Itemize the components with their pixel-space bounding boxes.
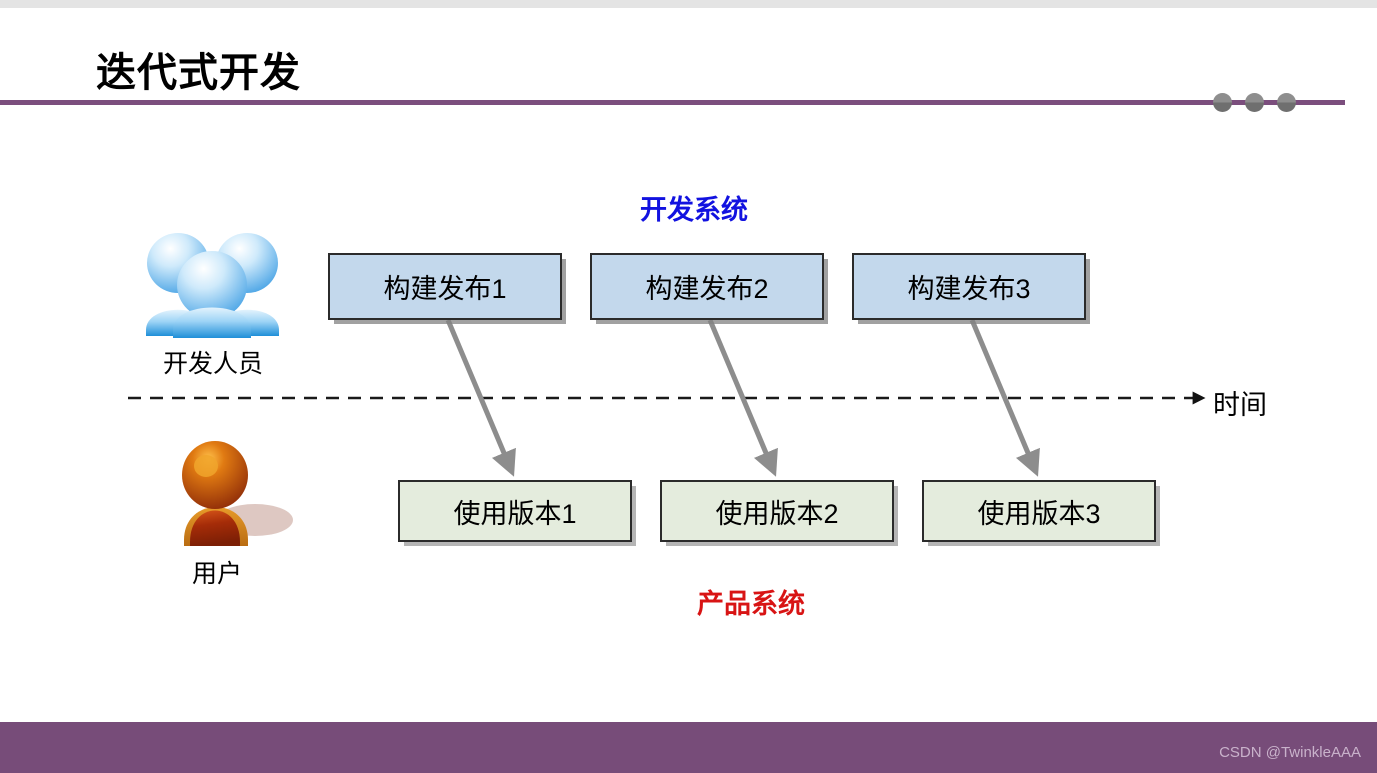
people-group-icon — [146, 233, 279, 338]
divider-dot-1-icon — [1213, 93, 1232, 112]
page-title: 迭代式开发 — [96, 51, 301, 95]
divider-dot-2-icon — [1245, 93, 1264, 112]
timeline-label: 时间 — [1213, 390, 1267, 420]
divider-dot-3-icon — [1277, 93, 1296, 112]
dev-release-box-1[interactable]: 构建发布1 — [328, 253, 562, 320]
user-version-box-2[interactable]: 使用版本2 — [660, 480, 894, 542]
single-person-icon — [182, 441, 293, 546]
dev-system-caption: 开发系统 — [640, 195, 748, 225]
actor-label-user: 用户 — [191, 560, 242, 588]
release-connector-arrows — [445, 319, 1040, 477]
user-version-box-1[interactable]: 使用版本1 — [398, 480, 632, 542]
dev-release-box-3[interactable]: 构建发布3 — [852, 253, 1086, 320]
connector-arrow-1 — [445, 319, 516, 477]
dev-release-box-3-label: 构建发布3 — [907, 274, 1031, 304]
user-version-box-3[interactable]: 使用版本3 — [922, 480, 1156, 542]
footer-bar — [0, 722, 1377, 773]
footer-watermark: CSDN @TwinkleAAA — [1219, 744, 1361, 761]
user-version-box-2-label: 使用版本2 — [715, 498, 839, 529]
actor-label-developer: 开发人员 — [163, 350, 264, 378]
product-system-caption: 产品系统 — [697, 589, 805, 619]
connector-arrow-2 — [707, 319, 778, 477]
dev-release-box-2[interactable]: 构建发布2 — [590, 253, 824, 320]
title-divider-rule — [0, 100, 1345, 105]
user-version-box-3-label: 使用版本3 — [977, 498, 1101, 529]
dev-release-box-2-label: 构建发布2 — [645, 274, 769, 304]
dev-release-box-1-label: 构建发布1 — [383, 274, 507, 304]
connector-arrow-3 — [969, 319, 1040, 477]
top-strip — [0, 0, 1377, 8]
user-version-box-1-label: 使用版本1 — [453, 498, 577, 529]
